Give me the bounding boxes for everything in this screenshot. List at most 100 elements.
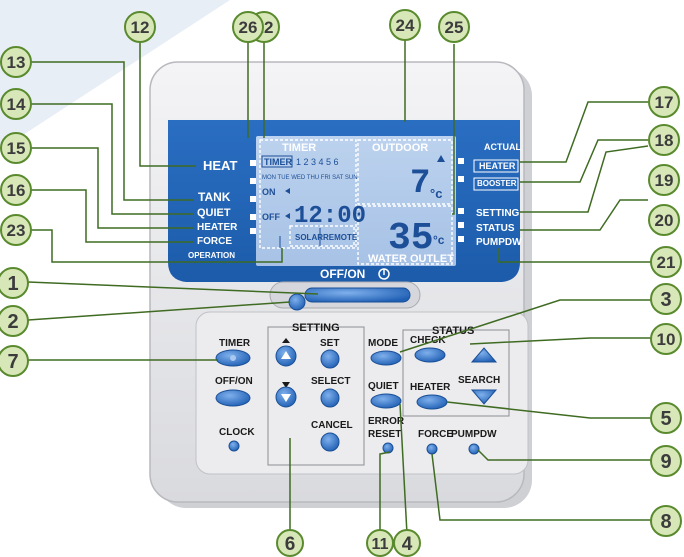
callout-23: 23 bbox=[0, 214, 32, 246]
booster-box bbox=[473, 177, 519, 191]
callout-17: 17 bbox=[648, 86, 680, 118]
search-up-button[interactable] bbox=[470, 347, 498, 363]
svg-text:21: 21 bbox=[657, 253, 676, 272]
callout-9: 9 bbox=[650, 445, 682, 477]
heater-button[interactable] bbox=[416, 394, 448, 410]
svg-text:17: 17 bbox=[655, 93, 674, 112]
heat-label: HEAT bbox=[203, 158, 237, 173]
quiet-button[interactable] bbox=[370, 393, 402, 409]
down-marker-icon bbox=[282, 382, 290, 388]
outdoor-temp: 7 bbox=[410, 165, 430, 203]
svg-text:6: 6 bbox=[285, 534, 296, 555]
svg-text:5: 5 bbox=[660, 408, 671, 430]
callout-18: 18 bbox=[648, 124, 680, 156]
callout-1: 1 bbox=[0, 267, 29, 299]
callout-8: 8 bbox=[650, 505, 682, 537]
heater-label: HEATER bbox=[197, 222, 238, 233]
remote-label: REMOTE bbox=[323, 233, 358, 242]
setting-title: SETTING bbox=[292, 322, 340, 334]
check-button[interactable] bbox=[414, 347, 446, 363]
pumpdw-button-label: PUMPDW bbox=[451, 429, 497, 440]
callout-5: 5 bbox=[650, 402, 682, 434]
svg-text:15: 15 bbox=[7, 139, 26, 158]
error-reset-button[interactable] bbox=[382, 442, 394, 454]
callout-6: 6 bbox=[276, 529, 304, 557]
power-icon bbox=[378, 268, 390, 280]
leader-lines bbox=[27, 40, 656, 535]
svg-text:23: 23 bbox=[7, 221, 26, 240]
status-indicator-label: STATUS bbox=[476, 223, 515, 234]
callout-16: 16 bbox=[0, 174, 32, 206]
callout-3: 3 bbox=[650, 283, 682, 315]
weekday-row: MON TUE WED THU FRI SAT SUN bbox=[262, 175, 358, 181]
water-temp: 35 bbox=[388, 217, 434, 260]
pumpdw-button[interactable] bbox=[468, 443, 480, 455]
select-button[interactable] bbox=[320, 388, 340, 408]
callout-10: 10 bbox=[650, 323, 682, 355]
callout-21: 21 bbox=[650, 246, 682, 278]
callout-24: 24 bbox=[389, 9, 421, 41]
timer-header: TIMER bbox=[282, 142, 316, 154]
callout-20: 20 bbox=[648, 204, 680, 236]
offon-button[interactable] bbox=[215, 389, 251, 407]
water-zone-outline bbox=[357, 205, 453, 265]
on-arrow-icon bbox=[285, 188, 290, 194]
timer-zone-outline bbox=[259, 139, 357, 249]
mode-button[interactable] bbox=[370, 350, 402, 366]
callout-14: 14 bbox=[0, 88, 32, 120]
callout-12: 12 bbox=[124, 11, 156, 43]
set-button[interactable] bbox=[320, 349, 340, 369]
water-outlet-label: WATER OUTLET bbox=[368, 253, 454, 265]
svg-text:4: 4 bbox=[402, 534, 413, 555]
set-button-label: SET bbox=[320, 338, 339, 349]
setting-indicator-label: SETTING bbox=[476, 208, 520, 219]
callout-4: 4 bbox=[393, 529, 421, 557]
status-title: STATUS bbox=[432, 325, 474, 337]
svg-text:19: 19 bbox=[655, 171, 674, 190]
quiet-button-label: QUIET bbox=[368, 381, 399, 392]
svg-text:12: 12 bbox=[131, 18, 150, 37]
clock-time: 12:00 bbox=[294, 203, 366, 230]
svg-text:25: 25 bbox=[445, 18, 464, 37]
actual-label: ACTUAL bbox=[484, 142, 521, 152]
force-button-label: FORCE bbox=[418, 429, 453, 440]
heater-button-label: HEATER bbox=[410, 382, 451, 393]
search-down-button[interactable] bbox=[470, 389, 498, 405]
svg-text:1: 1 bbox=[7, 273, 18, 295]
quiet-label: QUIET bbox=[197, 207, 231, 219]
main-offon-button[interactable] bbox=[304, 287, 411, 303]
force-button[interactable] bbox=[426, 443, 438, 455]
setting-group-box bbox=[267, 326, 365, 466]
svg-text:20: 20 bbox=[655, 211, 674, 230]
svg-text:11: 11 bbox=[372, 536, 389, 553]
clock-button[interactable] bbox=[228, 440, 240, 452]
up-marker-icon bbox=[282, 338, 290, 343]
tank-label: TANK bbox=[198, 190, 231, 204]
error-label: ERROR bbox=[368, 416, 405, 427]
svg-text:16: 16 bbox=[7, 181, 26, 200]
outdoor-unit: °c bbox=[430, 186, 442, 201]
force-label: FORCE bbox=[197, 236, 232, 247]
timer-box-outline bbox=[261, 155, 293, 168]
svg-text:9: 9 bbox=[660, 451, 671, 473]
operation-lamp bbox=[288, 293, 306, 311]
svg-text:3: 3 bbox=[660, 289, 671, 311]
callout-15: 15 bbox=[0, 132, 32, 164]
up-arrow-icon bbox=[281, 351, 291, 359]
outdoor-up-arrow-icon bbox=[437, 155, 445, 162]
svg-text:8: 8 bbox=[660, 511, 671, 533]
actual-heater-box bbox=[473, 159, 519, 173]
clock-button-label: CLOCK bbox=[219, 427, 255, 438]
off-arrow-icon bbox=[285, 213, 290, 219]
reset-label: RESET bbox=[368, 429, 401, 440]
on-label: ON bbox=[262, 187, 276, 197]
callout-26: 26 bbox=[232, 11, 264, 43]
booster-label: BOOSTER bbox=[477, 179, 517, 188]
background-fold bbox=[0, 0, 230, 150]
cancel-button[interactable] bbox=[320, 432, 340, 452]
callout-7: 7 bbox=[0, 345, 29, 377]
status-group-box bbox=[402, 329, 510, 417]
offon-top-label: OFF/ON bbox=[320, 267, 365, 281]
